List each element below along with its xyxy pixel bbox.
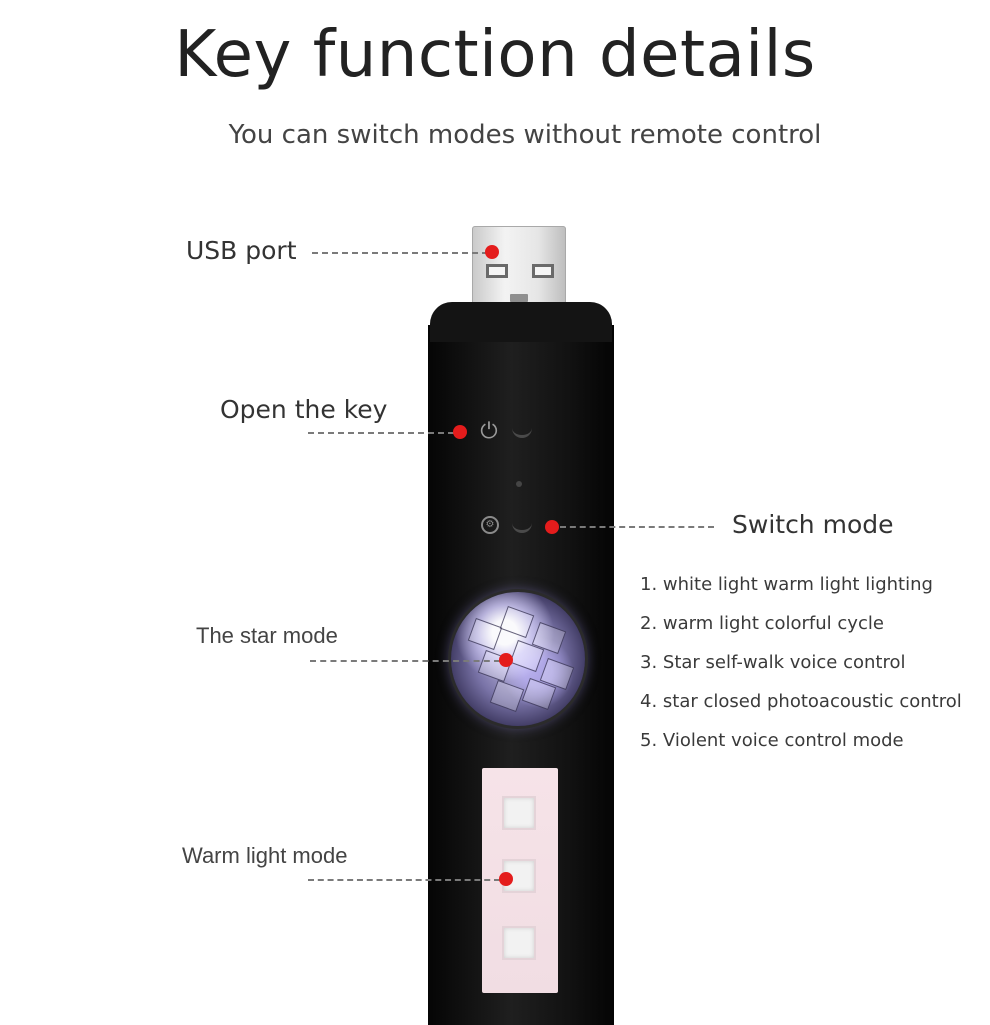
warm-light-mode-label: Warm light mode: [182, 843, 348, 868]
page-title: Key function details: [174, 18, 816, 92]
switch-mode-leader: [560, 526, 714, 528]
usb-contact-right: [532, 264, 554, 278]
open-key-label: Open the key: [220, 395, 388, 424]
list-item: 3. Star self-walk voice control: [640, 652, 906, 673]
open-key-leader: [308, 432, 454, 434]
usb-port-marker: [485, 245, 499, 259]
ball-facet: [467, 617, 503, 651]
ball-facet: [489, 679, 525, 713]
mode-icon: ⚙: [481, 516, 499, 534]
star-mode-label: The star mode: [196, 623, 338, 648]
ball-facet: [499, 605, 535, 639]
warm-light-mode-leader: [308, 879, 500, 881]
power-key[interactable]: [512, 425, 532, 438]
star-mode-leader: [310, 660, 500, 662]
warm-light-mode-marker: [499, 872, 513, 886]
page-subtitle: You can switch modes without remote cont…: [228, 120, 822, 150]
usb-port-leader: [312, 252, 488, 254]
star-mode-marker: [499, 653, 513, 667]
list-item: 5. Violent voice control mode: [640, 730, 904, 751]
usb-tab: [510, 294, 528, 302]
usb-contact-left: [486, 264, 508, 278]
list-item: 4. star closed photoacoustic control: [640, 691, 962, 712]
warm-led: [504, 928, 534, 958]
mode-key[interactable]: [512, 520, 532, 533]
list-item: 2. warm light colorful cycle: [640, 613, 884, 634]
warm-led: [504, 798, 534, 828]
switch-mode-list: 1. white light warm light lighting 2. wa…: [640, 572, 962, 767]
open-key-marker: [453, 425, 467, 439]
usb-connector: [472, 226, 566, 308]
star-projector-ball: [451, 592, 585, 726]
switch-mode-label: Switch mode: [732, 510, 894, 539]
usb-port-label: USB port: [186, 236, 297, 265]
power-icon: ⏻: [480, 419, 498, 444]
microphone-hole: [516, 481, 522, 487]
switch-mode-marker: [545, 520, 559, 534]
device-cap: [430, 302, 612, 342]
list-item: 1. white light warm light lighting: [640, 574, 933, 595]
